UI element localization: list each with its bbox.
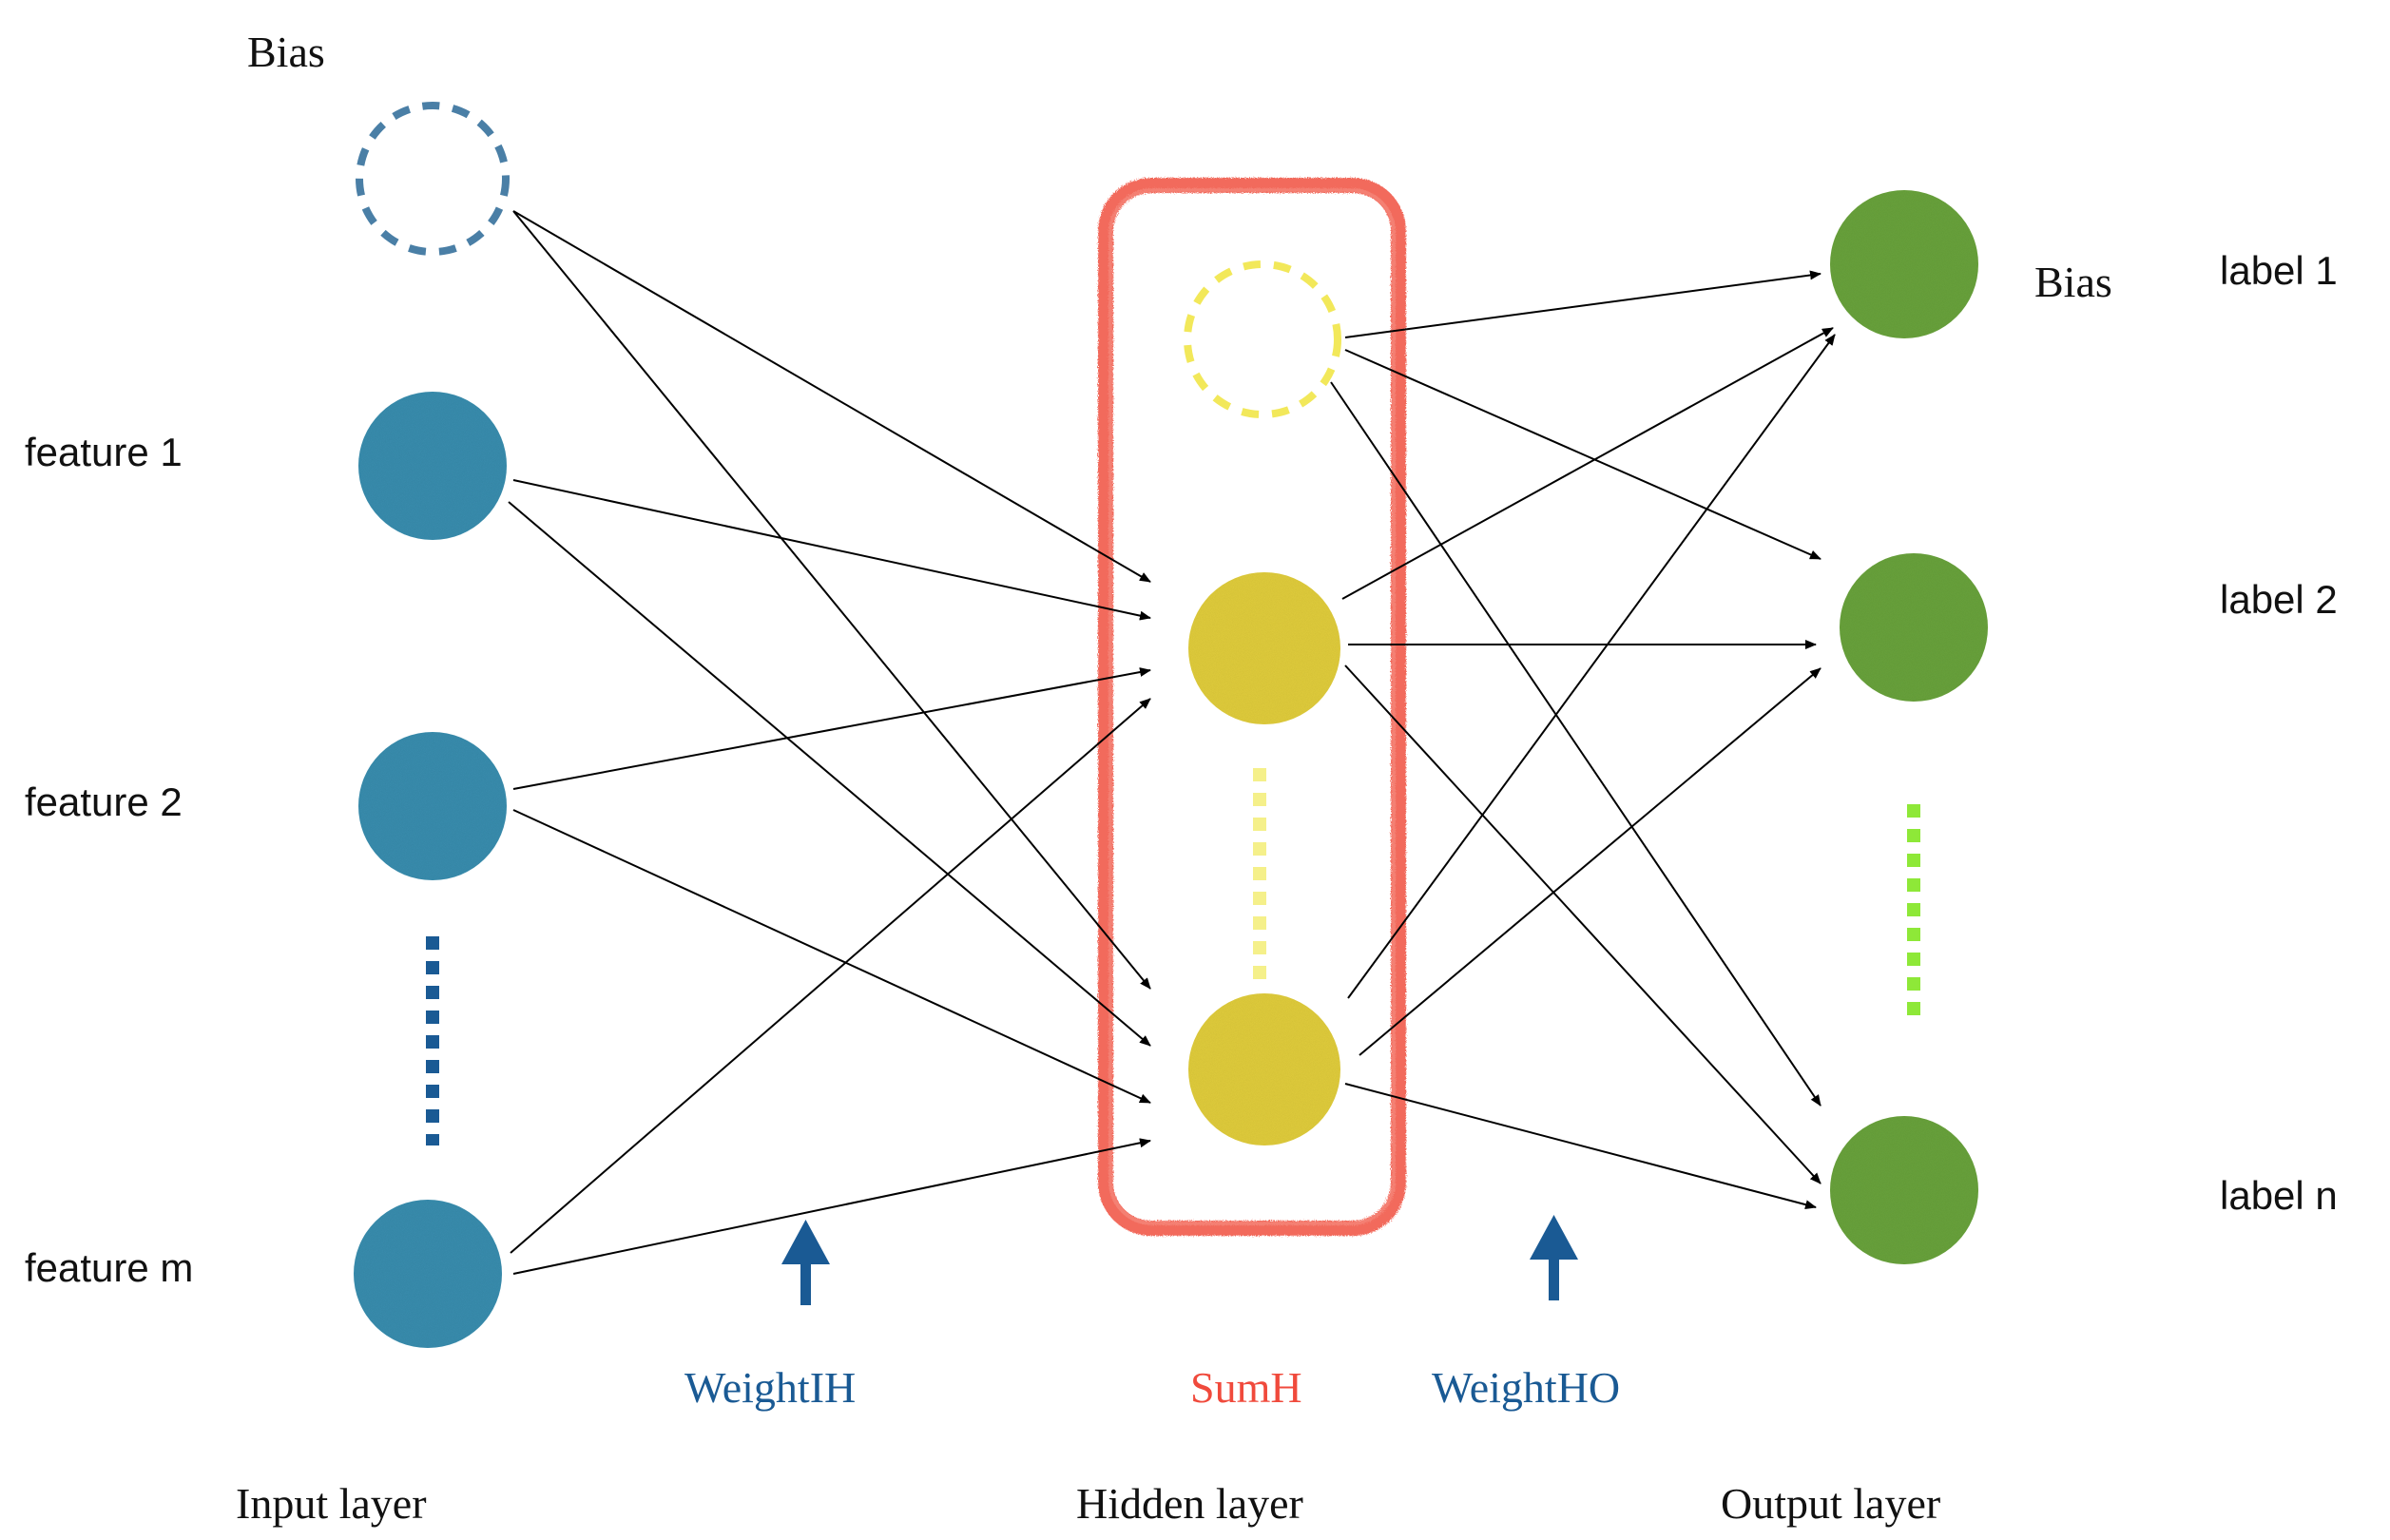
label-2-text: label 2	[2220, 577, 2338, 622]
hidden-bias-node	[1184, 260, 1341, 418]
feature-1-label: feature 1	[25, 430, 183, 474]
connection-edges	[508, 210, 1836, 1275]
hidden-layer-title: Hidden layer	[1076, 1479, 1303, 1528]
output-node-label-2	[1840, 553, 1988, 702]
weight-ho-label: WeightHO	[1432, 1363, 1620, 1412]
output-bias-label: Bias	[2034, 258, 2112, 306]
hidden-layer-highlight-box	[1098, 178, 1406, 1236]
weight-ih-label: WeightIH	[684, 1363, 856, 1412]
connection-arrow	[1344, 664, 1821, 1184]
input-bias-label: Bias	[247, 28, 325, 76]
weight-ho-arrow-icon	[1530, 1215, 1578, 1300]
connection-arrow	[512, 479, 1151, 621]
input-node-feature-2	[358, 732, 507, 880]
feature-2-label: feature 2	[25, 780, 183, 824]
connection-arrow	[512, 809, 1151, 1104]
label-1-text: label 1	[2220, 248, 2338, 293]
feature-m-label: feature m	[25, 1245, 193, 1290]
network-nodes	[354, 102, 1988, 1348]
connection-arrow	[1341, 327, 1834, 600]
label-n-text: label n	[2220, 1173, 2338, 1218]
connection-arrow	[508, 501, 1151, 1047]
input-layer-title: Input layer	[236, 1479, 427, 1528]
connection-arrow	[512, 1138, 1151, 1275]
sum-h-label: SumH	[1190, 1363, 1302, 1412]
input-node-feature-1	[358, 392, 507, 540]
connection-arrow	[512, 210, 1151, 990]
connection-arrow	[512, 667, 1151, 790]
output-node-label-n	[1830, 1116, 1978, 1264]
weight-ih-arrow-icon	[781, 1220, 830, 1305]
input-bias-node	[356, 102, 510, 256]
connection-arrow	[1359, 667, 1821, 1056]
connection-arrow	[1344, 270, 1821, 338]
input-node-feature-m	[354, 1200, 502, 1348]
hidden-node-n	[1188, 993, 1340, 1145]
connection-arrow	[1330, 381, 1821, 1107]
output-layer-title: Output layer	[1721, 1479, 1940, 1528]
connection-arrow	[510, 698, 1151, 1254]
connection-arrow	[1344, 349, 1821, 560]
connection-arrow	[512, 210, 1151, 583]
connection-arrow	[1344, 1083, 1817, 1210]
hidden-node-1	[1188, 572, 1340, 724]
output-node-label-1	[1830, 190, 1978, 338]
connection-arrow	[1347, 334, 1836, 999]
